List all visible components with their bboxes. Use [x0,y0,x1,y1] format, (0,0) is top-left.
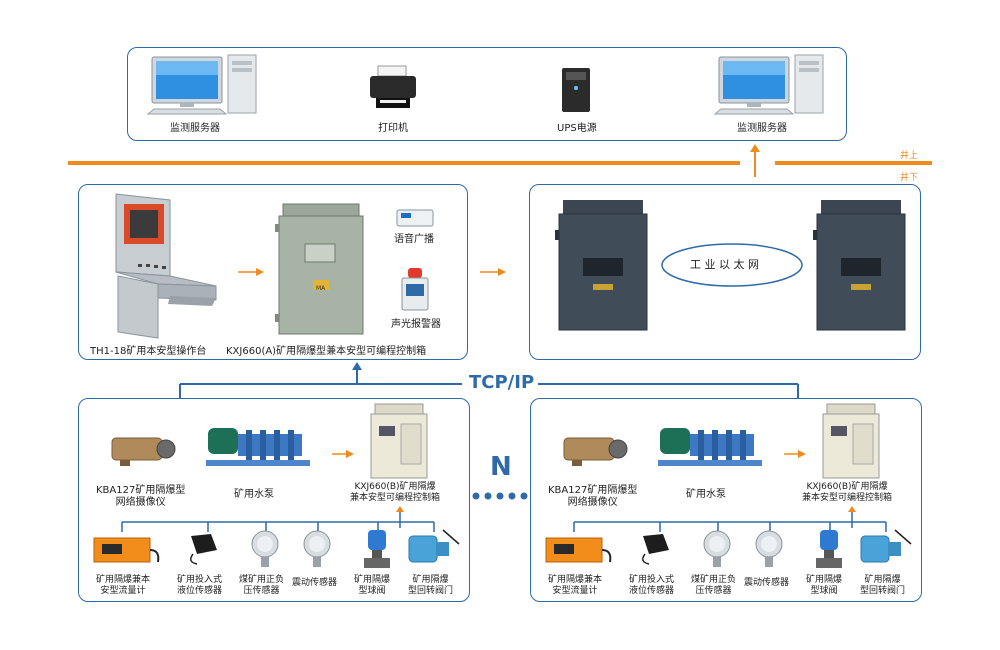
ups-label: UPS电源 [557,123,597,134]
surface-connection-lines [68,144,932,177]
level-sensor-left-icon [190,534,217,565]
sensor-right-5-label: 矿用隔爆 型回转阀门 [860,575,906,596]
ups-icon [562,68,590,112]
camera-left-label: KBA127矿用隔爆型 网络摄像仪 [96,485,186,508]
flowmeter-left-icon [93,537,160,563]
server-left-icon [146,54,257,115]
sensor-left-2-label: 煤矿用正负 压传感器 [239,575,285,596]
underground-tag: 井下 [900,173,919,183]
alarm-icon [401,268,429,311]
console-label: TH1-18矿用本安型操作台 [90,346,207,357]
sensor-left-1-label: 矿用投入式 液位传感器 [177,575,223,596]
vibration-sensor-left-icon [303,530,331,567]
voice-broadcast-icon [396,209,434,227]
pump-right-label: 矿用水泵 [686,489,726,500]
n-dots [472,492,528,500]
ball-valve-left-icon [364,530,390,568]
pressure-sensor-left-icon [251,530,279,567]
pump-left-label: 矿用水泵 [234,489,274,500]
sensor-right-1-label: 矿用投入式 液位传感器 [629,575,675,596]
sensor-left-0-label: 矿用隔爆兼本 安型流量计 [96,575,151,596]
sensor-left-3-label: 震动传感器 [292,578,338,588]
arrow-pump-to-control-left [332,450,354,458]
control-box-b-left-label: KXJ660(B)矿用隔爆 兼本安型可编程控制箱 [350,482,441,503]
tcp-ip-label: TCP/IP [469,372,535,393]
rotary-valve-left-icon [408,529,460,563]
sensor-right-4-label: 矿用隔爆 型球阀 [806,575,843,596]
ethernet-ellipse [661,243,803,287]
alarm-label: 声光报警器 [391,319,441,330]
arrow-pump-to-control-right [784,450,806,458]
control-box-a-mark: MA [316,285,326,292]
ball-valve-right-icon [816,530,842,568]
sensor-bus-right [573,506,887,532]
vibration-sensor-right-icon [755,530,783,567]
sensor-right-3-label: 震动传感器 [744,578,790,588]
explosion-box-right-icon [813,200,906,331]
n-label: N [490,452,512,482]
arrow-console-to-box [238,268,264,276]
server-right-icon [713,54,824,115]
voice-broadcast-label: 语音广播 [394,234,434,245]
pressure-sensor-right-icon [703,530,731,567]
control-box-a-icon [275,203,364,335]
surface-tag: 井上 [900,151,919,161]
arrow-to-ethernet [480,268,506,276]
printer-icon [370,65,416,108]
pump-left-icon [206,428,310,466]
camera-right-icon [563,437,628,466]
sensor-left-5-label: 矿用隔爆 型回转阀门 [408,575,454,596]
control-box-b-right-icon [822,403,880,479]
console-icon [115,193,217,339]
flowmeter-right-icon [545,537,612,563]
tcp-ip-bus [179,362,799,400]
ethernet-label: 工 业 以 太 网 [690,258,759,271]
pump-right-icon [658,428,762,466]
rotary-valve-right-icon [860,529,912,563]
camera-right-label: KBA127矿用隔爆型 网络摄像仪 [548,485,638,508]
level-sensor-right-icon [642,534,669,565]
control-box-b-right-label: KXJ660(B)矿用隔爆 兼本安型可编程控制箱 [802,482,893,503]
sensor-left-4-label: 矿用隔爆 型球阀 [354,575,391,596]
server-right-label: 监测服务器 [737,123,787,134]
sensor-bus-left [121,506,435,532]
explosion-box-left-icon [555,200,648,331]
control-box-b-left-icon [370,403,428,479]
camera-left-icon [111,437,176,466]
server-left-label: 监测服务器 [170,123,220,134]
printer-label: 打印机 [378,123,408,134]
control-box-a-label: KXJ660(A)矿用隔爆型兼本安型可编程控制箱 [226,346,427,357]
sensor-right-2-label: 煤矿用正负 压传感器 [691,575,737,596]
sensor-right-0-label: 矿用隔爆兼本 安型流量计 [548,575,603,596]
